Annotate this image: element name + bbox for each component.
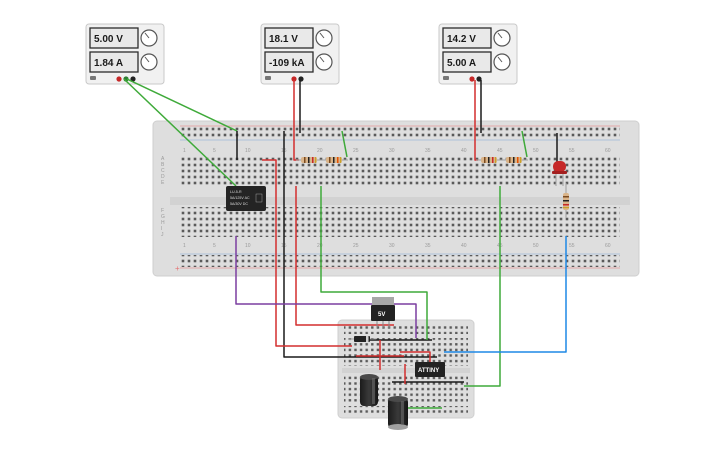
column-number: 50 xyxy=(533,148,539,154)
relay-label: 5A/30V DC xyxy=(230,202,248,206)
top-power-rail[interactable] xyxy=(180,127,620,139)
voltage-display: 14.2 V xyxy=(447,34,476,45)
positive-terminal[interactable] xyxy=(291,76,297,82)
negative-terminal[interactable] xyxy=(130,76,136,82)
rail-plus-label: + xyxy=(175,264,180,273)
column-number: 60 xyxy=(605,148,611,154)
wires xyxy=(123,78,567,409)
column-number: 45 xyxy=(497,148,503,154)
column-number: 35 xyxy=(425,148,431,154)
wire-green[interactable] xyxy=(320,186,428,340)
column-number: 10 xyxy=(245,243,251,249)
electrolytic-capacitor[interactable] xyxy=(360,374,378,406)
column-number: 5 xyxy=(213,148,216,154)
row-letter: G xyxy=(161,214,165,220)
wire-green[interactable] xyxy=(464,186,501,387)
column-number: 30 xyxy=(389,243,395,249)
column-number: 5 xyxy=(213,243,216,249)
column-number: 40 xyxy=(461,148,467,154)
current-display: 5.00 A xyxy=(447,58,476,69)
resistor[interactable] xyxy=(476,157,502,163)
wire-red[interactable] xyxy=(295,186,394,326)
row-letter: A xyxy=(161,156,165,162)
regulator-label: 5V xyxy=(378,312,385,318)
power-supply-3[interactable]: 14.2 V 5.00 A xyxy=(438,23,518,85)
column-number: 20 xyxy=(317,243,323,249)
resistor[interactable] xyxy=(320,157,348,163)
small-top-rail[interactable] xyxy=(344,324,468,334)
row-letter: I xyxy=(161,226,162,232)
power-supply-1[interactable]: 5.00 V 1.84 A xyxy=(85,23,165,85)
power-switch-icon[interactable] xyxy=(90,76,96,80)
column-number: 1 xyxy=(183,243,186,249)
wire-red[interactable] xyxy=(262,159,352,347)
column-number: 10 xyxy=(245,148,251,154)
chip-label: ATTINY xyxy=(418,368,439,374)
resistor[interactable] xyxy=(500,157,528,163)
power-switch-icon[interactable] xyxy=(443,76,449,80)
row-letter: H xyxy=(161,220,165,226)
resistor[interactable] xyxy=(563,183,569,218)
positive-terminal[interactable] xyxy=(116,76,122,82)
led[interactable] xyxy=(552,161,567,186)
column-number: 55 xyxy=(569,243,575,249)
column-number: 30 xyxy=(389,148,395,154)
row-letter: B xyxy=(161,162,165,168)
top-terminal-strip[interactable] xyxy=(180,155,620,185)
column-number: 40 xyxy=(461,243,467,249)
wire-green[interactable] xyxy=(126,78,238,132)
column-number: 60 xyxy=(605,243,611,249)
column-number: 25 xyxy=(353,243,359,249)
current-display: 1.84 A xyxy=(94,58,123,69)
power-supply-2[interactable]: 18.1 V -109 kA xyxy=(260,23,340,85)
row-letter: C xyxy=(161,168,165,174)
wire-blue[interactable] xyxy=(444,236,567,353)
wire-black[interactable] xyxy=(283,131,437,358)
wire-purple[interactable] xyxy=(235,236,417,338)
column-number: 1 xyxy=(183,148,186,154)
bottom-terminal-strip[interactable] xyxy=(180,207,620,237)
row-letter: D xyxy=(161,174,165,180)
relay-label: 5A/125V AC xyxy=(230,196,250,200)
voltage-display: 18.1 V xyxy=(269,34,298,45)
wire-green[interactable] xyxy=(341,130,348,158)
relay[interactable]: LU-5-R 5A/125V AC 5A/30V DC xyxy=(226,186,266,211)
column-number: 35 xyxy=(425,243,431,249)
row-letter: J xyxy=(161,232,164,238)
current-display: -109 kA xyxy=(269,58,305,69)
bottom-power-rail[interactable] xyxy=(180,255,620,267)
wire-green[interactable] xyxy=(123,78,237,187)
positive-terminal[interactable] xyxy=(469,76,475,82)
relay-label: LU-5-R xyxy=(230,190,242,194)
negative-terminal[interactable] xyxy=(298,76,304,82)
column-number: 55 xyxy=(569,148,575,154)
relay-coil-icon xyxy=(255,193,263,203)
wire-green[interactable] xyxy=(521,130,528,158)
resistor[interactable] xyxy=(296,157,322,163)
column-number: 20 xyxy=(317,148,323,154)
row-letter: F xyxy=(161,208,164,214)
column-number: 50 xyxy=(533,243,539,249)
row-letter: E xyxy=(161,180,165,186)
electrolytic-capacitor[interactable] xyxy=(388,396,408,430)
power-switch-icon[interactable] xyxy=(265,76,271,80)
diode[interactable] xyxy=(348,336,376,342)
voltage-regulator[interactable]: 5V xyxy=(371,297,395,328)
column-number: 25 xyxy=(353,148,359,154)
voltage-display: 5.00 V xyxy=(94,34,123,45)
attiny-chip[interactable]: ATTINY xyxy=(415,362,445,377)
